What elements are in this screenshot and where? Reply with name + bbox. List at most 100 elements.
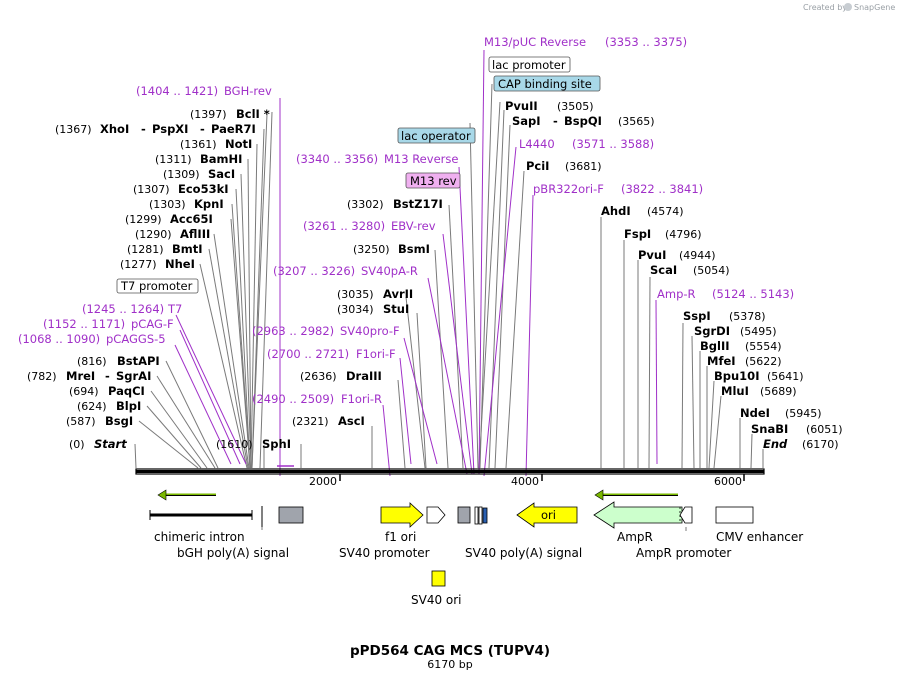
bgh-polya-label: bGH poly(A) signal — [177, 546, 289, 560]
mfei-label: MfeI — [707, 354, 736, 368]
sapi-label: SapI — [512, 114, 541, 128]
bsmi-position: (3250) — [353, 243, 390, 256]
pvui-position: (4944) — [679, 249, 716, 262]
separator: - — [141, 122, 146, 136]
m13-puc-reverse-position: (3353 .. 3375) — [605, 35, 687, 49]
draiii-label: DraIII — [346, 369, 382, 383]
sphi-position: (1610) — [216, 438, 253, 451]
ampr-arrow — [593, 501, 683, 529]
paqci-label: PaqCI — [108, 384, 145, 398]
f1-ori-arrow — [380, 502, 424, 528]
bpu10i-position: (5641) — [767, 370, 804, 383]
snabi-label: SnaBI — [751, 422, 788, 436]
mlui-label: MluI — [721, 384, 749, 398]
sphi-label: SphI — [262, 437, 291, 451]
lac-promoter-box — [488, 56, 571, 73]
separator: - — [200, 122, 205, 136]
bglii-position: (5554) — [745, 340, 782, 353]
bmti-label: BmtI — [172, 242, 203, 256]
snabi-position: (6051) — [806, 423, 843, 436]
asci-label: AscI — [338, 414, 365, 428]
ebv-rev-position: (3261 .. 3280) — [303, 219, 385, 233]
bglii-label: BglII — [700, 339, 730, 353]
avrii-position: (3035) — [337, 288, 374, 301]
paer7i-label: PaeR7I — [211, 122, 256, 136]
ampr-promoter-arrow — [679, 506, 693, 524]
noti-label: NotI — [225, 137, 252, 151]
sgrdi-position: (5495) — [740, 325, 777, 338]
amp-r-primer-position: (5124 .. 5143) — [712, 287, 794, 301]
cap-binding-site-box — [493, 75, 601, 92]
pcaggs-5-label: pCAGGS-5 — [106, 332, 166, 346]
bstz17i-position: (3302) — [347, 198, 384, 211]
start-position: (0) — [69, 438, 85, 451]
bstapi-label: BstAPI — [117, 354, 160, 368]
mlui-position: (5689) — [760, 385, 797, 398]
lac-promoter-label: lac promoter — [492, 58, 566, 72]
bamhi-position: (1311) — [155, 153, 192, 166]
map-subtitle: 6170 bp — [427, 658, 472, 671]
sspi-position: (5378) — [729, 310, 766, 323]
bmti-position: (1281) — [127, 243, 164, 256]
pspxi-label: PspXI — [152, 122, 188, 136]
mrei-position: (782) — [27, 370, 57, 383]
bsmi-label: BsmI — [398, 242, 430, 256]
stui-label: StuI — [383, 302, 409, 316]
bcli-label: BclI * — [236, 107, 270, 121]
sgrdi-label: SgrDI — [694, 324, 730, 338]
ndei-position: (5945) — [785, 407, 822, 420]
separator: - — [105, 369, 110, 383]
bsgi-label: BsgI — [105, 414, 133, 428]
ampr-promoter-label: AmpR promoter — [636, 546, 731, 560]
sv40-polya-label: SV40 poly(A) signal — [465, 546, 582, 560]
sapi-position: (3565) — [618, 115, 655, 128]
lac-operator-box — [397, 127, 476, 144]
saci-position: (1309) — [163, 168, 200, 181]
l4440-position: (3571 .. 3588) — [572, 137, 654, 151]
cap-binding-site-label: CAP binding site — [498, 77, 592, 91]
ori-arrow — [516, 502, 578, 528]
sv40-polya-feature — [457, 506, 471, 524]
sv40pro-f-label: SV40pro-F — [340, 324, 400, 338]
f1ori-r-label: F1ori-R — [341, 392, 382, 406]
sv40-promoter-label: SV40 promoter — [339, 546, 430, 560]
ruler-tick-2000: 2000 — [309, 475, 337, 488]
end-label: End — [763, 437, 788, 451]
bpu10i-label: Bpu10I — [714, 369, 759, 383]
stui-position: (3034) — [337, 303, 374, 316]
kpni-label: KpnI — [194, 197, 224, 211]
separator: - — [553, 114, 558, 128]
bspqi-label: BspQI — [564, 114, 602, 128]
noti-position: (1361) — [180, 138, 217, 151]
ruler-tick-6000: 6000 — [714, 475, 742, 488]
sv40-promoter-arrow — [426, 506, 446, 524]
bcli-position: (1397) — [190, 108, 227, 121]
fspi-label: FspI — [624, 227, 651, 241]
nhei-label: NheI — [165, 257, 195, 271]
bsgi-position: (587) — [66, 415, 96, 428]
acc65i-label: Acc65I — [170, 212, 213, 226]
mrei-label: MreI — [66, 369, 95, 383]
pcii-label: PciI — [526, 159, 549, 173]
ampr-label: AmpR — [617, 530, 653, 544]
sv40pro-f-position: (2963 .. 2982) — [252, 324, 334, 338]
pvui-label: PvuI — [638, 248, 666, 262]
eco53ki-label: Eco53kI — [178, 182, 229, 196]
pcii-position: (3681) — [565, 160, 602, 173]
pcaggs-5-position: (1068 .. 1090) — [18, 332, 100, 346]
bgh-rev-label: BGH-rev — [224, 84, 272, 98]
chimeric-intron-label: chimeric intron — [154, 530, 245, 544]
nhei-position: (1277) — [120, 258, 157, 271]
sv40-ori-feature — [431, 570, 446, 587]
scai-label: ScaI — [650, 263, 677, 277]
kpni-position: (1303) — [149, 198, 186, 211]
sv40-ori-label: SV40 ori — [411, 593, 462, 607]
bstapi-position: (816) — [77, 355, 107, 368]
xhoi-position: (1367) — [55, 123, 92, 136]
f1ori-r-position: (2490 .. 2509) — [252, 392, 334, 406]
pbr322ori-f-label: pBR322ori-F — [533, 182, 604, 196]
sv40pa-r-position: (3207 .. 3226) — [273, 264, 355, 278]
m13-reverse-position: (3340 .. 3356) — [296, 152, 378, 166]
